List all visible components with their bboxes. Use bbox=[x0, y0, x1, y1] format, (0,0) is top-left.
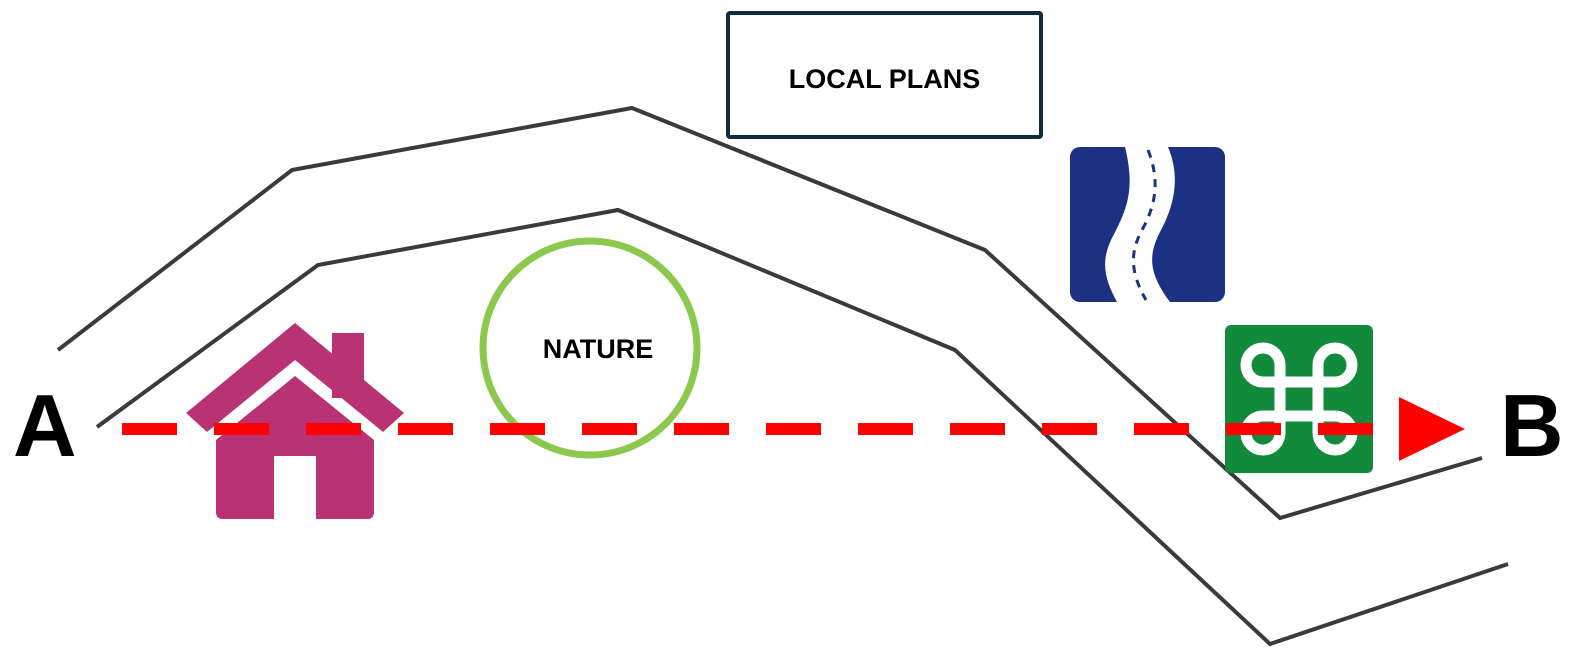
route-arrow bbox=[122, 397, 1465, 461]
lower-boundary-line bbox=[95, 207, 1509, 647]
nature-label: NATURE bbox=[543, 334, 654, 364]
nature-zone: NATURE bbox=[479, 237, 701, 459]
local-plans-box: LOCAL PLANS bbox=[726, 11, 1043, 139]
command-key-icon bbox=[1225, 325, 1373, 473]
end-point-label: B bbox=[1500, 376, 1564, 475]
upper-boundary-line bbox=[56, 105, 1483, 521]
route-arrowhead bbox=[1399, 397, 1465, 461]
local-plans-label: LOCAL PLANS bbox=[789, 64, 981, 94]
start-point-label: A bbox=[13, 376, 77, 475]
home-icon bbox=[186, 323, 404, 519]
winding-road-icon bbox=[1070, 147, 1225, 302]
